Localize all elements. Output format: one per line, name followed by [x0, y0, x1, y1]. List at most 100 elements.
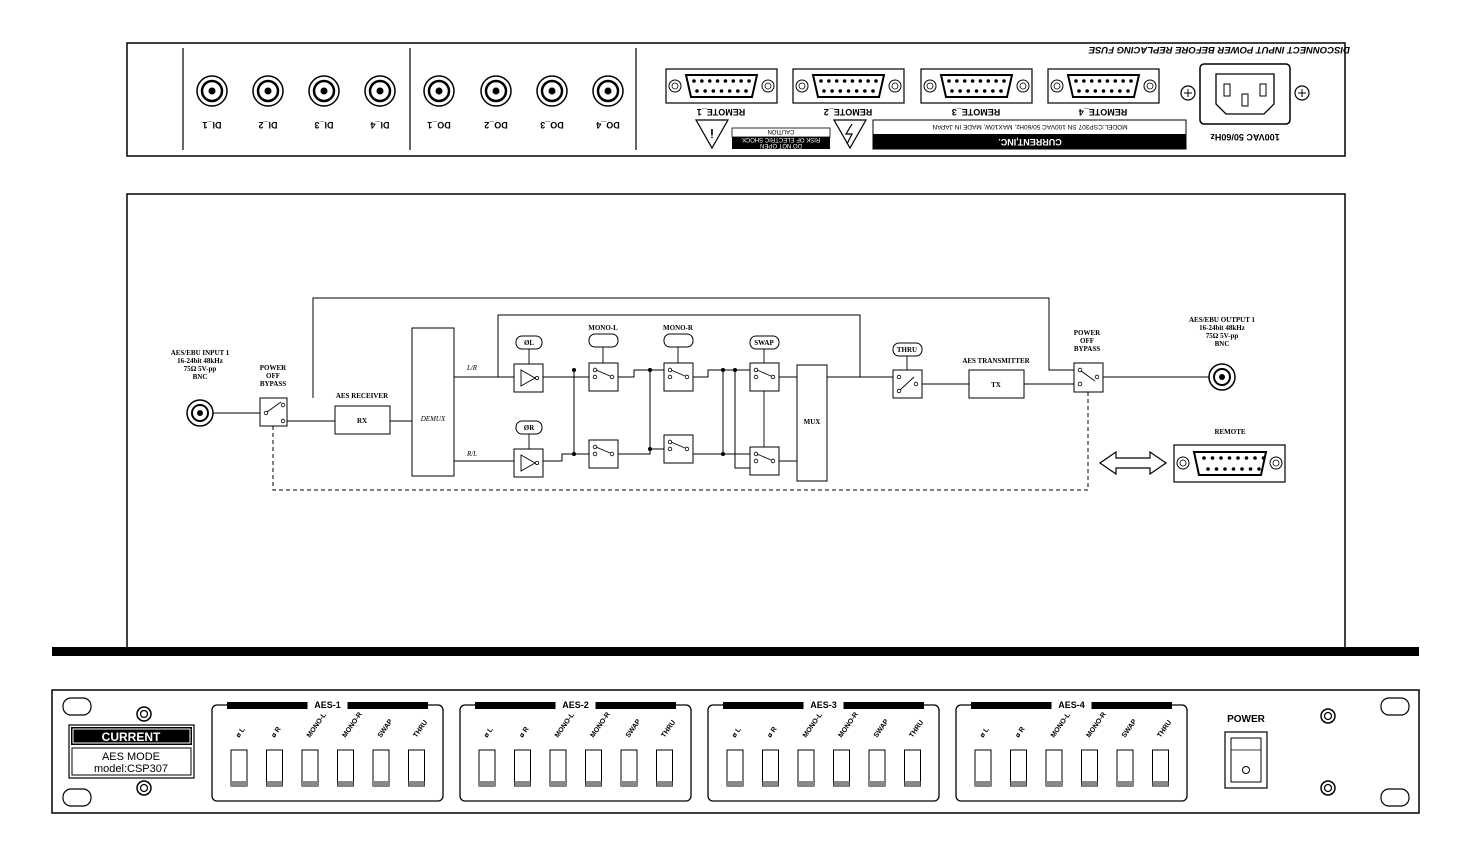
toggle-switch[interactable] [904, 749, 921, 787]
rear-bnc-connector: DI_4 [364, 75, 396, 130]
toggle-switch[interactable] [797, 749, 815, 787]
tx-label: TX [991, 381, 1001, 389]
group-title: AES-4 [1058, 700, 1085, 710]
rear-remote-label: REMOTE_2 [824, 107, 873, 117]
input-line-2: 16-24bit 48kHz [177, 357, 223, 365]
rx-label: RX [357, 417, 367, 425]
toggle-switch[interactable] [478, 749, 496, 787]
selector-switch [749, 362, 780, 392]
lightning-icon [844, 123, 853, 145]
rear-warning: DISCONNECT INPUT POWER BEFORE REPLACING … [1088, 44, 1350, 55]
toggle-switch[interactable] [656, 749, 673, 787]
toggle-switch[interactable] [514, 749, 531, 787]
rear-panel: DISCONNECT INPUT POWER BEFORE REPLACING … [126, 42, 1350, 157]
thru-switch-tag [892, 342, 923, 357]
caution-line-3: DO NOT OPEN [760, 142, 802, 148]
brand-text: CURRENT [102, 730, 161, 744]
toggle-switch[interactable] [337, 749, 354, 787]
rear-bnc-label: DO_4 [596, 120, 620, 130]
toggle-switch[interactable] [230, 749, 248, 787]
rear-remote-connector: REMOTE_2 [792, 68, 905, 117]
mono-r-title: MONO-R [663, 324, 694, 332]
bypass-in-3: BYPASS [260, 380, 286, 388]
rear-bnc-label: DI_3 [314, 120, 333, 130]
toggle-switch[interactable] [1081, 749, 1098, 787]
screw-icon [136, 706, 152, 722]
output-bnc-connector [1208, 363, 1236, 391]
output-line-1: AES/EBU OUTPUT 1 [1189, 316, 1255, 324]
toggle-switch[interactable] [762, 749, 779, 787]
rear-remote-connector: REMOTE_1 [665, 68, 778, 117]
toggle-switch[interactable] [266, 749, 283, 787]
rear-bnc-label: DO_1 [427, 120, 451, 130]
caution-line-2: RISK OF ELECTRIC SHOCK [742, 136, 820, 142]
toggle-switch[interactable] [1045, 749, 1063, 787]
mode-text: AES MODE [102, 751, 160, 763]
toggle-switch[interactable] [549, 749, 567, 787]
transmitter-title: AES TRANSMITTER [962, 357, 1030, 365]
input-bnc-connector [186, 399, 214, 427]
selector-switch [588, 439, 619, 469]
rear-bnc-connector: DO_3 [536, 75, 568, 130]
bypass-in-label: POWER OFF BYPASS [260, 364, 287, 388]
rear-bnc-connector: DO_2 [480, 75, 512, 130]
thru-selector-switch [892, 369, 923, 399]
rack-slot [1380, 788, 1410, 807]
toggle-switch[interactable] [1010, 749, 1027, 787]
phase-l-label: ØL [524, 339, 534, 347]
rack-slot [62, 697, 92, 716]
toggle-switch[interactable] [974, 749, 992, 787]
bypass-out-3: BYPASS [1074, 345, 1100, 353]
caution-label: i CAUTION RISK OF ELECTRIC SHOCK DO NOT … [694, 119, 868, 150]
input-line-1: AES/EBU INPUT 1 [171, 349, 230, 357]
toggle-switch[interactable] [1152, 749, 1169, 787]
mux-label: MUX [804, 418, 821, 426]
demux-label: DEMUX [420, 415, 446, 423]
rear-remote-connector: REMOTE_3 [920, 68, 1033, 117]
junction-dots [572, 368, 737, 456]
toggle-switch[interactable] [301, 749, 319, 787]
toggle-switch[interactable] [372, 749, 390, 787]
power-label: POWER [1227, 714, 1266, 725]
toggle-switch[interactable] [868, 749, 886, 787]
toggle-switch[interactable] [408, 749, 425, 787]
rear-bnc-label: DO_2 [484, 120, 508, 130]
power-switch[interactable] [1224, 731, 1268, 789]
toggle-switch[interactable] [585, 749, 602, 787]
mono-l-switch-tag [588, 333, 619, 348]
ac-inlet: 100VAC 50/60Hz [1180, 63, 1310, 142]
receiver-title: AES RECEIVER [336, 392, 389, 400]
selector-switch [663, 434, 694, 464]
swap-label: SWAP [754, 339, 774, 347]
power-rating: 100VAC 50/60Hz [1210, 132, 1280, 142]
signal-wires [312, 297, 1210, 469]
toggle-switch[interactable] [620, 749, 638, 787]
toggle-switch[interactable] [833, 749, 850, 787]
screw-icon [1320, 780, 1336, 796]
group-title: AES-2 [562, 700, 589, 710]
screw-icon [1320, 708, 1336, 724]
selector-switch [663, 362, 694, 392]
rear-remote-label: REMOTE_3 [952, 107, 1001, 117]
toggle-switch[interactable] [1116, 749, 1134, 787]
rear-bnc-label: DO_3 [540, 120, 564, 130]
model-line: MODEL:CSP307 SN 100VAC 50/60Hz, MAX10W, … [932, 123, 1127, 130]
model-badge: CURRENT AES MODE model:CSP307 [68, 724, 195, 779]
bypass-dashed-path [272, 392, 1089, 491]
divider-bar [52, 647, 1419, 656]
toggle-switch[interactable] [726, 749, 744, 787]
rack-slot [1380, 697, 1410, 716]
group-title: AES-3 [810, 700, 837, 710]
mux-block [796, 364, 828, 482]
remote-title: REMOTE [1214, 428, 1245, 436]
rack-slot [62, 788, 92, 807]
bypass-in-switch [259, 397, 288, 427]
